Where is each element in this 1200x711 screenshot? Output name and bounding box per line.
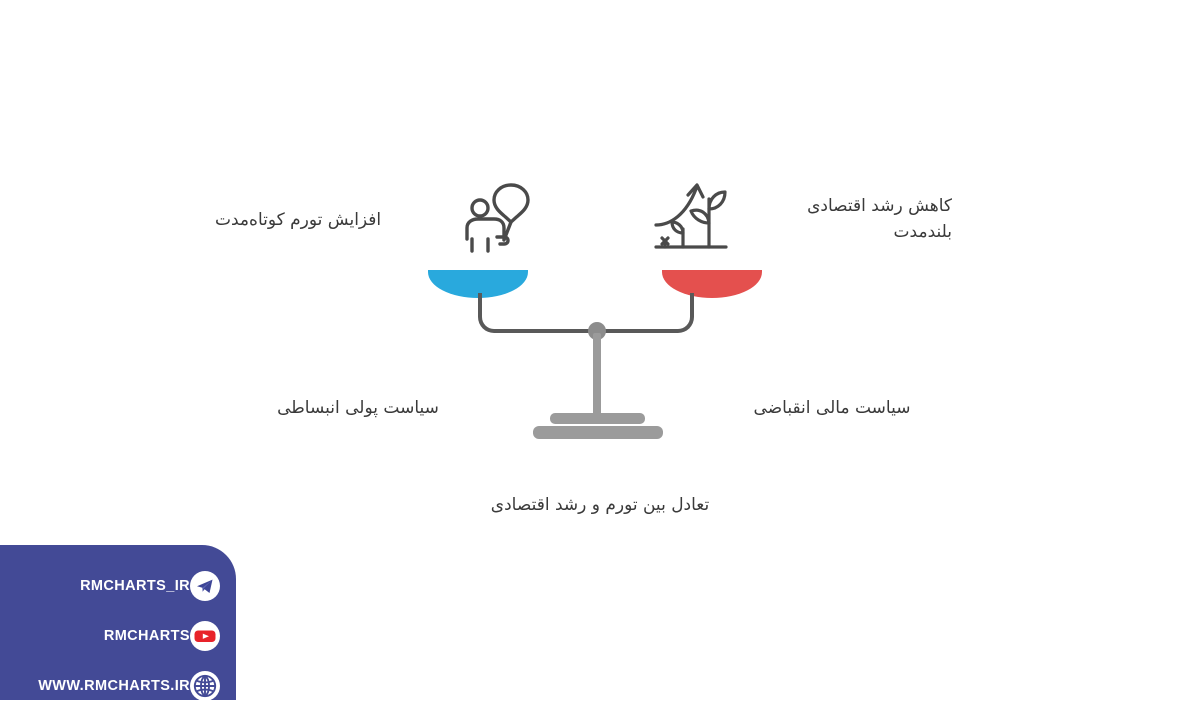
brand-label-youtube: RMCHARTS	[103, 628, 190, 644]
brand-label-website: WWW.RMCHARTS.IR	[38, 678, 190, 694]
brand-row-youtube[interactable]: RMCHARTS	[14, 611, 236, 661]
brand-row-telegram[interactable]: RMCHARTS_IR	[14, 561, 236, 611]
diagram-caption: تعادل بین تورم و رشد اقتصادی	[490, 495, 710, 515]
branding-watermark-panel: RMCHARTS_IR RMCHARTS	[0, 545, 236, 701]
growing-plant-arrow-icon	[654, 175, 732, 253]
scale-beam	[478, 293, 694, 333]
balance-scale	[420, 175, 780, 450]
youtube-icon	[190, 621, 220, 651]
left-policy-label: سیاست پولی انبساطی	[277, 398, 439, 418]
scale-fulcrum	[588, 322, 606, 340]
right-policy-label: سیاست مالی انقباضی	[753, 398, 911, 418]
scale-column	[593, 333, 601, 415]
right-effect-label: کاهش رشد اقتصادی بلندمدت	[807, 196, 952, 242]
person-with-balloon-icon	[464, 179, 536, 257]
brand-label-telegram: RMCHARTS_IR	[80, 578, 190, 594]
brand-row-website[interactable]: WWW.RMCHARTS.IR	[14, 661, 236, 711]
left-effect-label: افزایش تورم کوتاه‌مدت	[215, 210, 382, 230]
telegram-icon	[190, 571, 220, 601]
scale-base-lower	[533, 426, 663, 439]
globe-icon	[190, 671, 220, 701]
scale-base-upper	[550, 413, 645, 424]
